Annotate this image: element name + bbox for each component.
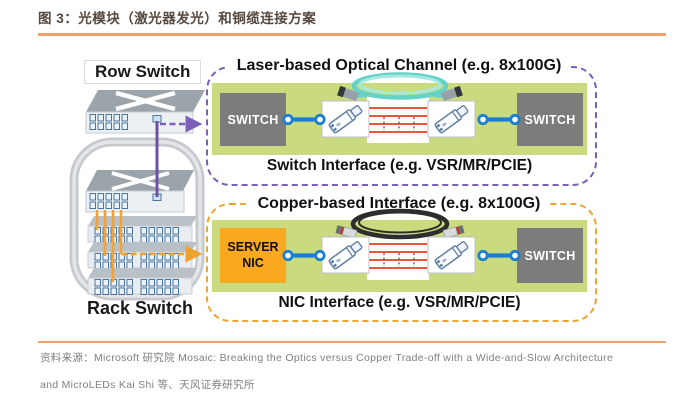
- source-text-line1: 资料来源：Microsoft 研究院 Mosaic: Breaking the …: [40, 352, 614, 364]
- rack-link-lines: [95, 210, 123, 282]
- server-unit-icon: [87, 216, 197, 243]
- source-text-line2: and MicroLEDs Kai Shi 等、天风证券研究所: [40, 379, 255, 391]
- rack-icon: [69, 137, 205, 301]
- optical-left-switch-node: SWITCH: [220, 93, 286, 146]
- row-switch-label: Row Switch: [84, 60, 202, 84]
- figure-title: 图 3：光模块（激光器发光）和铜缆连接方案: [38, 11, 317, 26]
- footer-divider: [38, 341, 666, 343]
- server-nic-node: SERVER NIC: [220, 228, 286, 283]
- nic-interface-label: NIC Interface (e.g. VSR/MR/PCIE): [278, 294, 521, 311]
- server-nic-line1: SERVER: [227, 239, 279, 254]
- row-switch-3d-icon: [85, 90, 205, 134]
- rack-switch-label: Rack Switch: [86, 298, 194, 318]
- copper-right-switch-node: SWITCH: [517, 228, 583, 283]
- server-unit-icon: [87, 268, 197, 295]
- copper-trace-area: [367, 234, 429, 280]
- rack-switch-3d-icon: [85, 170, 194, 213]
- title-underline: [38, 33, 666, 36]
- optical-trace-area: [367, 97, 429, 143]
- server-nic-line2: NIC: [242, 255, 264, 270]
- switch-interface-label: Switch Interface (e.g. VSR/MR/PCIE): [266, 157, 533, 174]
- optical-channel-title: Laser-based Optical Channel (e.g. 8x100G…: [227, 56, 571, 76]
- server-unit-icon: [87, 242, 197, 269]
- optical-right-switch-node: SWITCH: [517, 93, 583, 146]
- copper-channel-title: Copper-based Interface (e.g. 8x100G): [248, 194, 550, 214]
